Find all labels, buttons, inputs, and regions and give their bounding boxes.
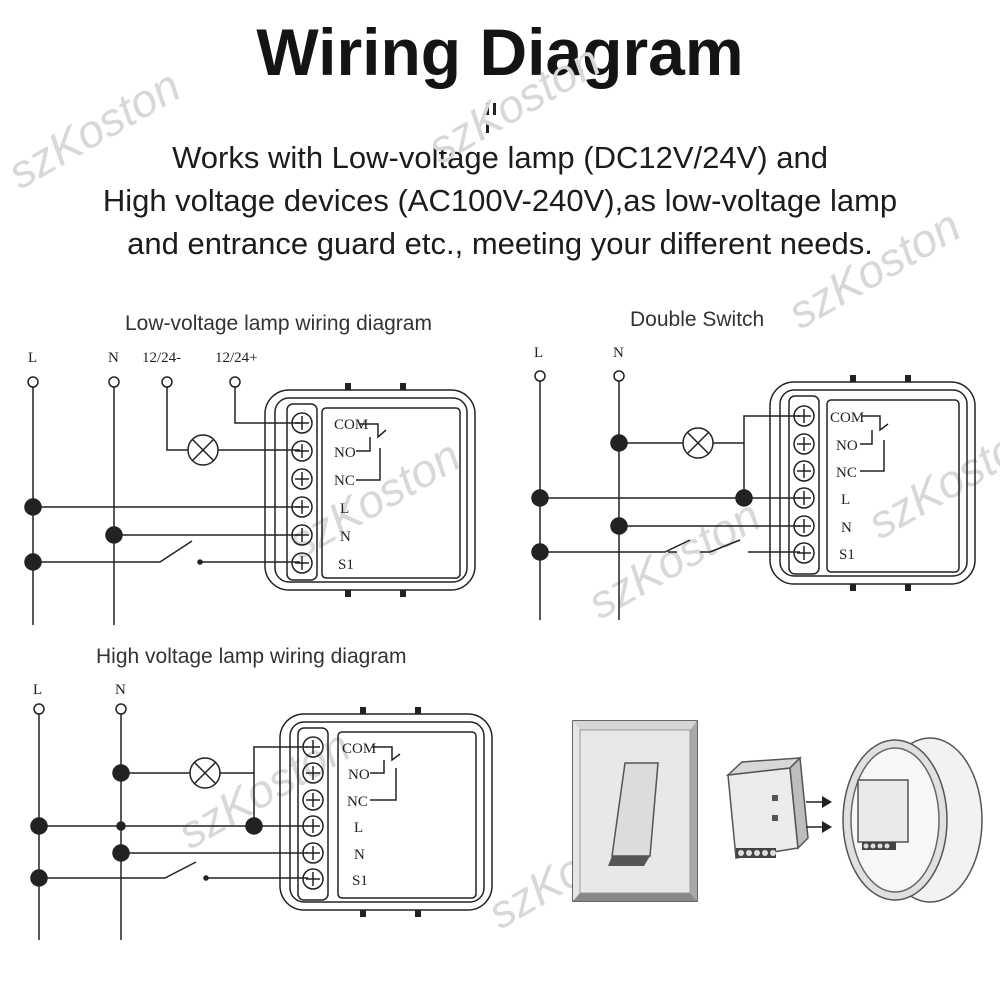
lv-term-s1: S1 bbox=[338, 557, 354, 573]
ds-term-com: COM bbox=[830, 410, 864, 426]
lv-term-nc: NC bbox=[334, 473, 355, 489]
svg-text:szKoston: szKoston bbox=[779, 199, 969, 339]
double-switch-title: Double Switch bbox=[630, 308, 764, 331]
lv-term-l: L bbox=[340, 501, 349, 517]
hv-term-nc: NC bbox=[347, 794, 368, 810]
hv-term-l: L bbox=[354, 820, 363, 836]
svg-text:szKoston: szKoston bbox=[0, 59, 189, 199]
hv-term-com: COM bbox=[342, 741, 376, 757]
ds-term-n: N bbox=[841, 520, 852, 536]
hv-label-l: L bbox=[33, 682, 42, 698]
high-voltage-diagram-title: High voltage lamp wiring diagram bbox=[96, 645, 406, 668]
smart-module-icon bbox=[725, 756, 809, 859]
hv-term-no: NO bbox=[348, 767, 370, 783]
installation-illustration bbox=[572, 720, 983, 903]
low-voltage-diagram: Low-voltage lamp wiring diagram L N 12/2… bbox=[24, 312, 476, 625]
ds-term-no: NO bbox=[836, 438, 858, 454]
wall-box-icon bbox=[842, 737, 983, 903]
svg-text:szKoston: szKoston bbox=[169, 719, 359, 859]
title-divider bbox=[486, 102, 506, 133]
double-switch-diagram: Double Switch L N COM bbox=[531, 308, 976, 620]
hv-term-n: N bbox=[354, 847, 365, 863]
ds-label-l: L bbox=[534, 345, 543, 361]
svg-text:szKoston: szKoston bbox=[579, 489, 769, 629]
ds-label-n: N bbox=[613, 345, 624, 361]
lv-term-com: COM bbox=[334, 417, 368, 433]
ds-term-l: L bbox=[841, 492, 850, 508]
ds-term-s1: S1 bbox=[839, 547, 855, 563]
lv-terminal-screws bbox=[291, 412, 313, 574]
arrow-right-icon bbox=[806, 796, 832, 833]
description-line-3: and entrance guard etc., meeting your di… bbox=[127, 226, 873, 261]
lv-label-n: N bbox=[108, 350, 119, 366]
hv-term-s1: S1 bbox=[352, 873, 368, 889]
hv-terminal-screws bbox=[302, 736, 324, 890]
description-line-1: Works with Low-voltage lamp (DC12V/24V) … bbox=[172, 140, 828, 175]
high-voltage-diagram: High voltage lamp wiring diagram L N bbox=[30, 645, 493, 940]
hv-label-n: N bbox=[115, 682, 126, 698]
ds-term-nc: NC bbox=[836, 465, 857, 481]
lv-label-plus: 12/24+ bbox=[215, 350, 258, 366]
lv-term-no: NO bbox=[334, 445, 356, 461]
svg-text:szKoston: szKoston bbox=[419, 34, 609, 174]
ds-terminal-screws bbox=[793, 405, 815, 564]
description-line-2: High voltage devices (AC100V-240V),as lo… bbox=[102, 183, 898, 218]
page-title: Wiring Diagram bbox=[256, 15, 744, 89]
description: Works with Low-voltage lamp (DC12V/24V) … bbox=[0, 136, 1000, 265]
lv-label-l: L bbox=[28, 350, 37, 366]
low-voltage-diagram-title: Low-voltage lamp wiring diagram bbox=[125, 312, 432, 335]
lv-term-n: N bbox=[340, 529, 351, 545]
lv-label-minus: 12/24- bbox=[142, 350, 181, 366]
